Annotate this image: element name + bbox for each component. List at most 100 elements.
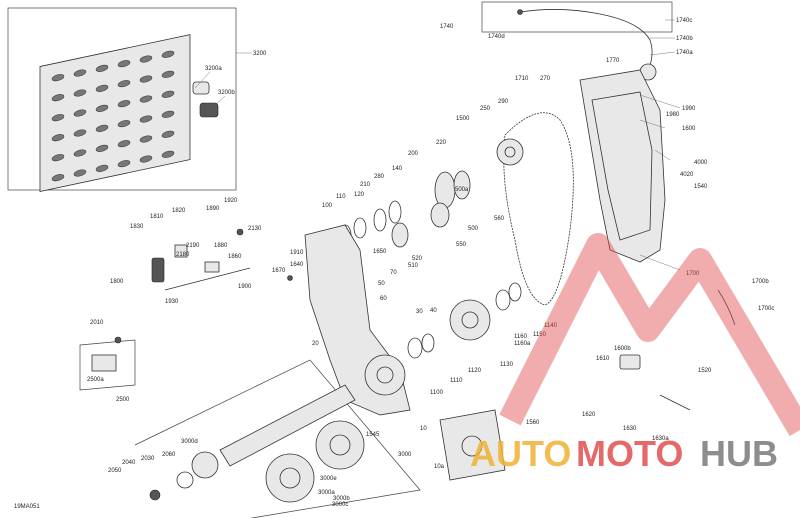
label-270: 270 xyxy=(540,76,551,82)
label-30: 30 xyxy=(416,309,423,315)
watermark-hub: HUB xyxy=(700,433,778,474)
label-1600: 1600 xyxy=(682,126,696,132)
gear-220 xyxy=(453,170,471,200)
label-1740d: 1740d xyxy=(488,34,505,40)
washer-120 xyxy=(353,217,367,239)
diagram-ref-code: 19MA051 xyxy=(14,504,40,510)
gear-510 xyxy=(391,222,409,248)
label-280: 280 xyxy=(374,174,385,180)
label-50: 50 xyxy=(378,281,385,287)
label-1500: 1500 xyxy=(456,116,470,122)
label-3000: 3000 xyxy=(398,452,412,458)
label-1740c: 1740c xyxy=(676,18,692,24)
bracket-2500a xyxy=(91,354,117,372)
lower-sprocket-hub xyxy=(376,366,394,384)
rod-1520 xyxy=(659,394,691,411)
label-2030: 2030 xyxy=(141,456,155,462)
label-250: 250 xyxy=(480,106,491,112)
inset-drive-shaft xyxy=(134,359,421,518)
label-140: 140 xyxy=(392,166,403,172)
label-1700b: 1700b xyxy=(752,279,769,285)
label-200: 200 xyxy=(408,151,419,157)
label-510: 510 xyxy=(408,263,419,269)
label-1890: 1890 xyxy=(206,206,220,212)
shift-lever xyxy=(151,257,165,283)
label-1800: 1800 xyxy=(110,279,124,285)
washer-280 xyxy=(388,200,402,224)
lower-gear-hub xyxy=(461,311,479,329)
label-1640: 1640 xyxy=(290,262,304,268)
label-1100: 1100 xyxy=(430,390,444,396)
label-40: 40 xyxy=(430,308,437,314)
label-1560: 1560 xyxy=(526,420,540,426)
label-3000d: 3000d xyxy=(181,439,198,445)
label-1820: 1820 xyxy=(172,208,186,214)
label-1700: 1700 xyxy=(686,271,700,277)
bolt-1670 xyxy=(287,275,293,281)
label-1860: 1860 xyxy=(228,254,242,260)
label-1630: 1630 xyxy=(623,426,637,432)
bolt-2010 xyxy=(114,336,122,344)
upper-sprocket-hub xyxy=(504,146,516,158)
bracket-1860 xyxy=(204,261,220,273)
label-1920: 1920 xyxy=(224,198,238,204)
label-1110: 1110 xyxy=(450,378,463,384)
label-4020: 4020 xyxy=(680,172,694,178)
label-220: 220 xyxy=(436,140,447,146)
label-1630a: 1630a xyxy=(652,436,669,442)
label-20: 20 xyxy=(312,341,319,347)
label-70: 70 xyxy=(390,270,397,276)
bracket-2190 xyxy=(174,244,188,258)
label-120: 120 xyxy=(354,192,365,198)
cable-end xyxy=(517,9,523,15)
label-1700c: 1700c xyxy=(758,306,774,312)
cable-inset-frame xyxy=(481,1,673,33)
gear-200 xyxy=(434,171,456,209)
leader-lines xyxy=(194,19,681,271)
inset-frame xyxy=(7,7,237,191)
watermark-moto: MOTO xyxy=(576,433,683,474)
cover-plate-10a xyxy=(439,409,506,481)
label-290: 290 xyxy=(498,99,509,105)
drive-sprocket-b xyxy=(315,420,365,470)
label-1900: 1900 xyxy=(238,284,252,290)
label-1120: 1120 xyxy=(468,368,482,374)
drive-shaft xyxy=(219,384,356,467)
label-1710: 1710 xyxy=(515,76,529,82)
label-1610: 1610 xyxy=(596,356,610,362)
label-1150: 1150 xyxy=(533,332,547,338)
washer-1150 xyxy=(495,289,511,311)
label-4000: 4000 xyxy=(694,160,708,166)
bearing-3000d xyxy=(191,451,219,479)
label-100: 100 xyxy=(322,203,333,209)
label-1140: 1140 xyxy=(544,323,558,329)
seal-2030 xyxy=(176,471,194,489)
label-3000a: 3000a xyxy=(318,490,335,496)
label-1160a: 1160a xyxy=(514,341,531,347)
label-2130: 2130 xyxy=(248,226,262,232)
chaincase-housing xyxy=(304,224,411,416)
washer-210 xyxy=(373,208,387,232)
sensor-1610 xyxy=(619,354,641,370)
drive-sprocket-b-hub xyxy=(329,434,351,456)
label-1770: 1770 xyxy=(606,58,620,64)
cover-plate-opening xyxy=(461,435,483,457)
label-1670: 1670 xyxy=(272,268,286,274)
label-3000b: 3000b xyxy=(333,496,350,502)
washer-1110 xyxy=(421,333,435,353)
label-2500a: 2500a xyxy=(87,377,104,383)
watermark-logo: AUTO MOTO HUB xyxy=(470,233,800,474)
label-10a: 10a xyxy=(434,464,445,470)
cable-1700b xyxy=(717,289,736,326)
shift-linkage xyxy=(151,228,293,291)
label-210: 210 xyxy=(360,182,371,188)
watermark-mountain-icon xyxy=(499,233,800,437)
inset-bracket xyxy=(79,336,136,391)
gear-500a xyxy=(430,202,450,228)
part-labels: 3200 3200a 3200b 1740 1740c 1740d 1740b … xyxy=(14,18,774,510)
label-1980: 1980 xyxy=(666,112,680,118)
lower-gear-1120 xyxy=(449,299,491,341)
cable-assembly xyxy=(481,1,673,81)
label-1880: 1880 xyxy=(214,243,228,249)
